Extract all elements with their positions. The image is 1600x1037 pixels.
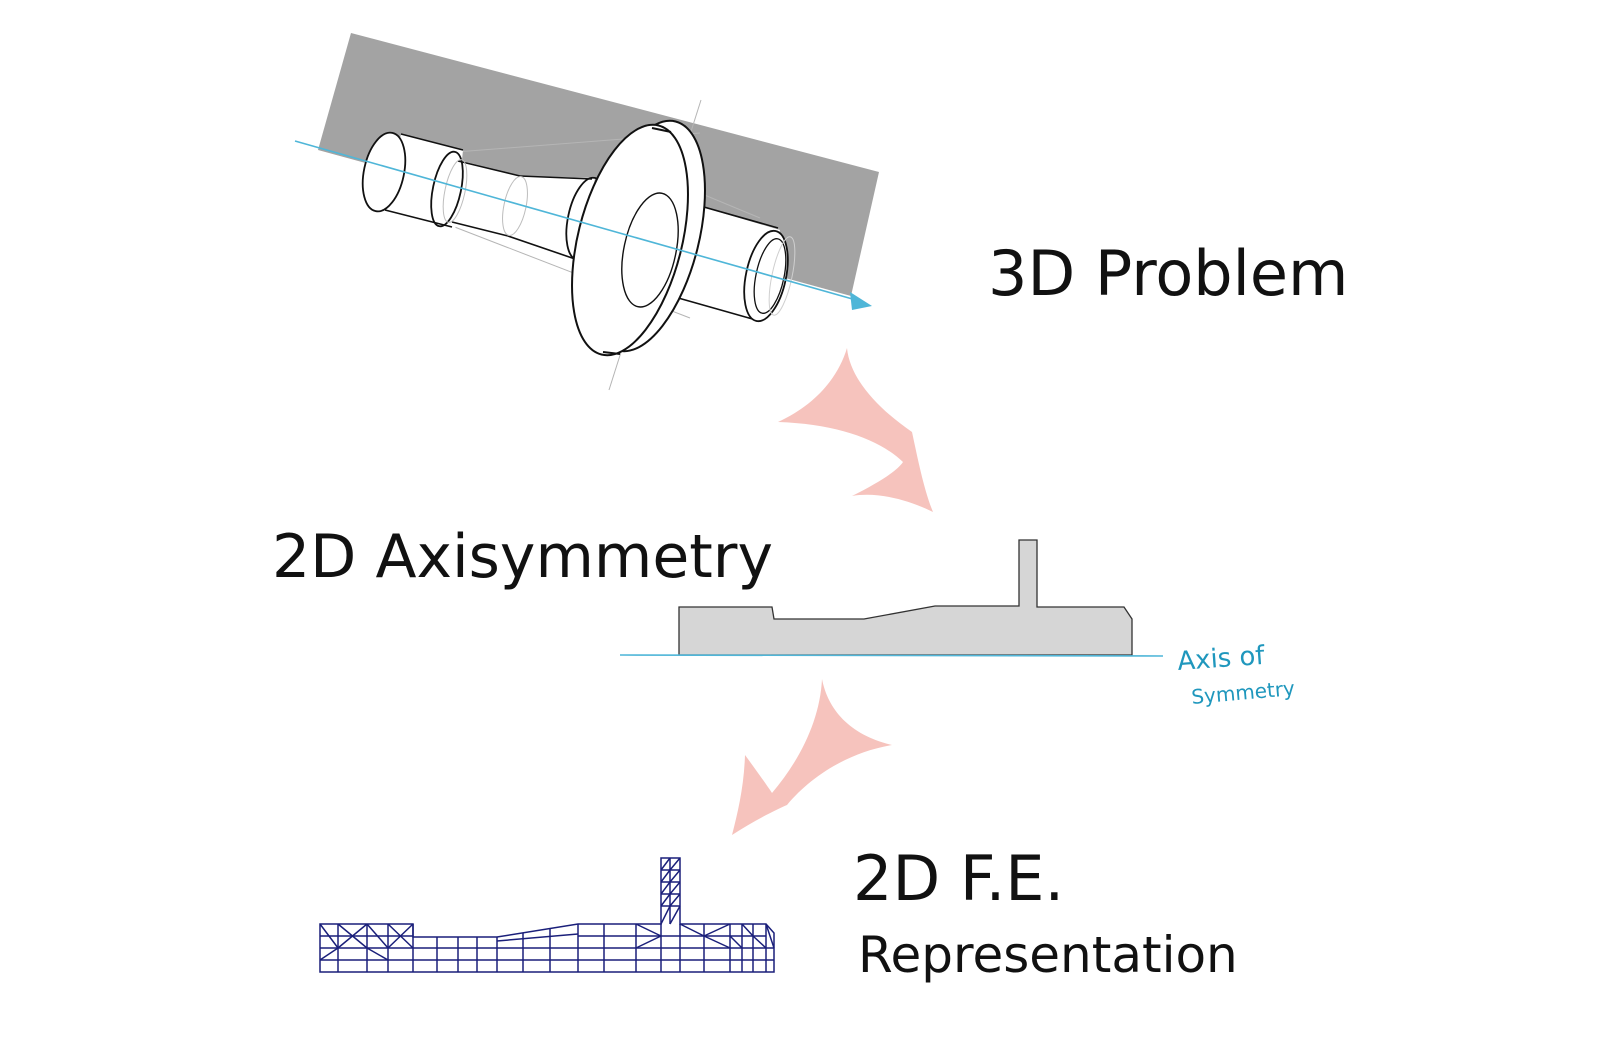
left-end-cap (361, 131, 407, 213)
axis-of-symmetry-line (619, 654, 1164, 657)
flange-disk (571, 119, 706, 357)
axis-of-symmetry-label-line1: Axis of (1176, 641, 1266, 677)
3d-problem-label: 3D Problem (988, 237, 1348, 310)
2d-fe-mesh (319, 857, 775, 973)
axis-line-3d (294, 140, 872, 310)
2d-axisymmetry-label: 2D Axisymmetry (272, 522, 773, 592)
axis-arrow-head (850, 292, 872, 310)
fe-label-line1: 2D F.E. (853, 842, 1064, 915)
transform-arrow-2 (732, 679, 892, 835)
half-section-profile (678, 539, 1133, 656)
transform-arrow-1 (778, 348, 933, 512)
2d-axisymmetry-section: 2D Axisymmetry Axis of Symmetry (272, 522, 1296, 709)
fe-label-line2: Representation (858, 926, 1238, 984)
axis-of-symmetry-label-line2: Symmetry (1190, 676, 1296, 709)
3d-problem-sketch: 3D Problem (294, 33, 1348, 391)
